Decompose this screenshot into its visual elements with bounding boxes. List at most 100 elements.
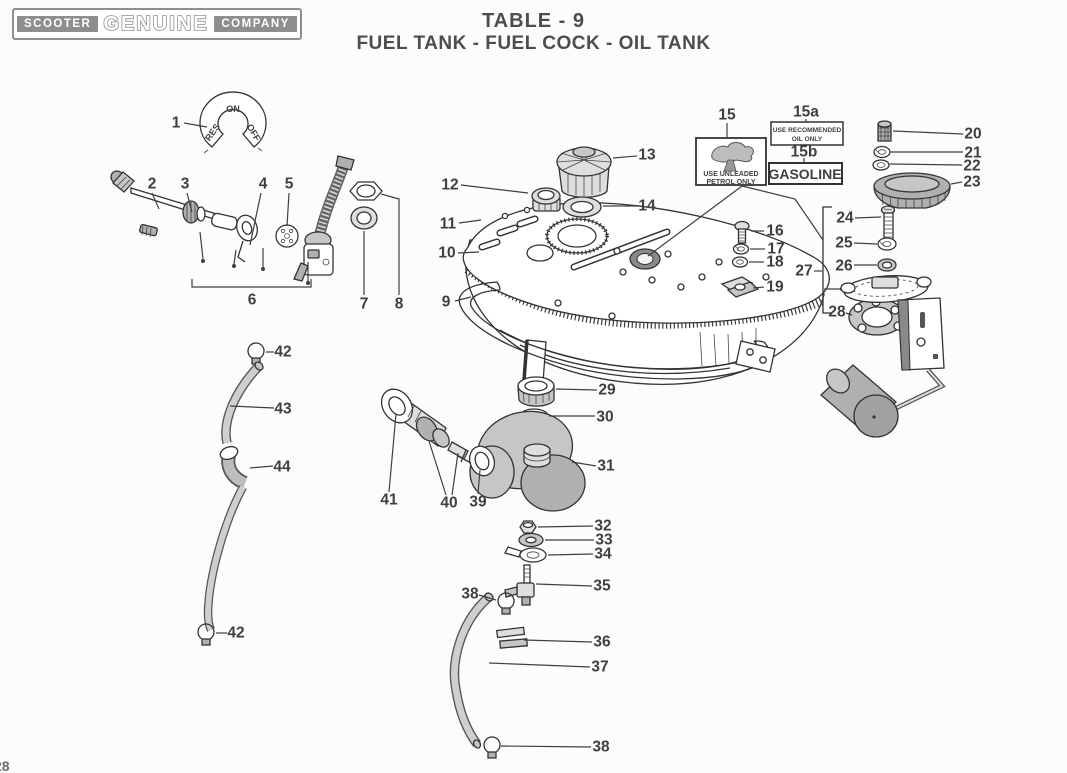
hardware-16-19-illustration bbox=[720, 220, 760, 298]
callout-label: 19 bbox=[766, 279, 784, 296]
hose-clamp-42b-illustration bbox=[197, 623, 215, 646]
callout-label: 35 bbox=[593, 578, 611, 595]
oring-39-illustration bbox=[468, 445, 496, 477]
callout-leader-line bbox=[388, 413, 397, 493]
logo-right-text: COMPANY bbox=[214, 15, 297, 33]
callout-label: 5 bbox=[285, 176, 294, 193]
lower-breather-hose-illustration bbox=[203, 484, 247, 632]
callout-label: 1 bbox=[172, 115, 181, 132]
fitting-40-illustration bbox=[447, 441, 472, 464]
callout-label: 6 bbox=[248, 292, 257, 309]
callout-leader-line bbox=[428, 440, 447, 496]
oil-cap-group-illustration bbox=[872, 120, 951, 209]
callout-leader-line bbox=[845, 312, 853, 316]
callout-label: 21 bbox=[964, 145, 982, 162]
callout-label: 26 bbox=[835, 258, 853, 275]
tree-icon bbox=[711, 142, 754, 163]
callout-leader-line bbox=[854, 216, 882, 219]
fuel-cock-control-rod-illustration bbox=[110, 170, 299, 263]
washer-7-illustration bbox=[350, 206, 378, 230]
callout-label: 31 bbox=[597, 458, 615, 475]
bracket-27 bbox=[822, 206, 832, 314]
decal-leader-line bbox=[647, 185, 743, 257]
callout-label: 42 bbox=[227, 625, 244, 642]
decal-recommended-line1: USE RECOMMENDED bbox=[773, 127, 842, 134]
callout-leader-line bbox=[460, 184, 529, 194]
callout-label: 25 bbox=[835, 235, 853, 252]
callout-label: 3 bbox=[181, 176, 190, 193]
dial-on-label: ON bbox=[226, 104, 240, 114]
callout-label: 18 bbox=[766, 254, 784, 271]
callout-leader-line bbox=[457, 251, 480, 254]
callout-label: 32 bbox=[594, 518, 611, 535]
callout-leader-line bbox=[892, 130, 964, 135]
gasket-28-illustration bbox=[848, 297, 906, 336]
callout-label: 11 bbox=[440, 216, 457, 233]
tank-top-details bbox=[478, 206, 770, 320]
callout-label: 8 bbox=[395, 296, 404, 313]
callout-label: 24 bbox=[836, 210, 854, 227]
logo-center-graphic: GENUINE bbox=[103, 13, 209, 35]
fuel-selector-dial-illustration: ON RES OFF bbox=[199, 91, 267, 154]
callout-leader-line bbox=[488, 662, 591, 668]
decal-recommended-oil: USE RECOMMENDED OIL ONLY bbox=[770, 121, 844, 146]
callout-leader-line bbox=[183, 122, 208, 128]
decal-recommended-line2: OIL ONLY bbox=[792, 136, 823, 143]
logo-center-text: GENUINE bbox=[104, 13, 209, 35]
callout-leader-line bbox=[249, 192, 262, 246]
callout-leader-line bbox=[555, 388, 598, 391]
callout-label: 27 bbox=[795, 263, 812, 280]
page-number: 28 bbox=[0, 758, 10, 773]
callout-leader-line bbox=[380, 193, 400, 295]
tank-rubber-channel-illustration bbox=[458, 281, 776, 380]
callout-label: 42 bbox=[274, 344, 291, 361]
fuel-filler-cap-illustration bbox=[556, 146, 612, 198]
fuel-level-sender-illustration bbox=[820, 275, 946, 438]
callout-leader-line bbox=[752, 286, 765, 289]
callout-leader-line bbox=[571, 461, 597, 467]
callout-leader-line bbox=[547, 553, 594, 556]
callout-leader-line bbox=[451, 452, 459, 496]
callout-label: 34 bbox=[594, 546, 612, 563]
logo-left-text: SCOOTER bbox=[17, 15, 99, 33]
callout-label: 14 bbox=[638, 198, 656, 215]
callout-label: 15 bbox=[718, 107, 736, 124]
decal-gasoline-text: GASOLINE bbox=[768, 166, 841, 182]
callout-leader-line bbox=[477, 469, 481, 495]
callout-label: 7 bbox=[360, 296, 369, 313]
callout-leader-line bbox=[853, 242, 878, 245]
callout-label: 36 bbox=[593, 634, 611, 651]
callout-label: 43 bbox=[274, 401, 292, 418]
callout-label: 41 bbox=[380, 492, 398, 509]
callout-label: 40 bbox=[440, 495, 457, 512]
callout-label: 23 bbox=[963, 174, 981, 191]
callout-label: 44 bbox=[273, 459, 291, 476]
decal-unleaded-line1: USE UNLEADED bbox=[703, 171, 758, 178]
callout-leader-line bbox=[535, 583, 593, 587]
callout-label: 37 bbox=[591, 659, 608, 676]
callout-label: 29 bbox=[598, 382, 616, 399]
decal-unleaded-line2: PETROL ONLY bbox=[706, 179, 755, 186]
fuel-cock-outlet-illustration bbox=[293, 155, 355, 282]
callout-label: 4 bbox=[259, 176, 268, 193]
header: TABLE - 9 FUEL TANK - FUEL COCK - OIL TA… bbox=[0, 10, 1067, 57]
callout-leader-line bbox=[950, 181, 963, 185]
callout-leader-line bbox=[458, 219, 482, 224]
callout-leader-line bbox=[500, 745, 592, 748]
callout-label: 9 bbox=[442, 294, 451, 311]
callout-leader-line bbox=[454, 296, 472, 302]
callout-leader-line bbox=[537, 525, 594, 528]
callout-label: 33 bbox=[595, 532, 613, 549]
callout-label: 38 bbox=[461, 586, 479, 603]
callout-label: 39 bbox=[469, 494, 487, 511]
ring-nut-29-illustration bbox=[517, 376, 555, 407]
bracket-6 bbox=[191, 231, 312, 288]
callout-label: 12 bbox=[441, 177, 458, 194]
page-title: TABLE - 9 bbox=[481, 10, 586, 32]
callout-leader-line bbox=[151, 192, 160, 210]
hose-clamp-38b-illustration bbox=[483, 736, 501, 759]
callout-label: 22 bbox=[963, 158, 980, 175]
